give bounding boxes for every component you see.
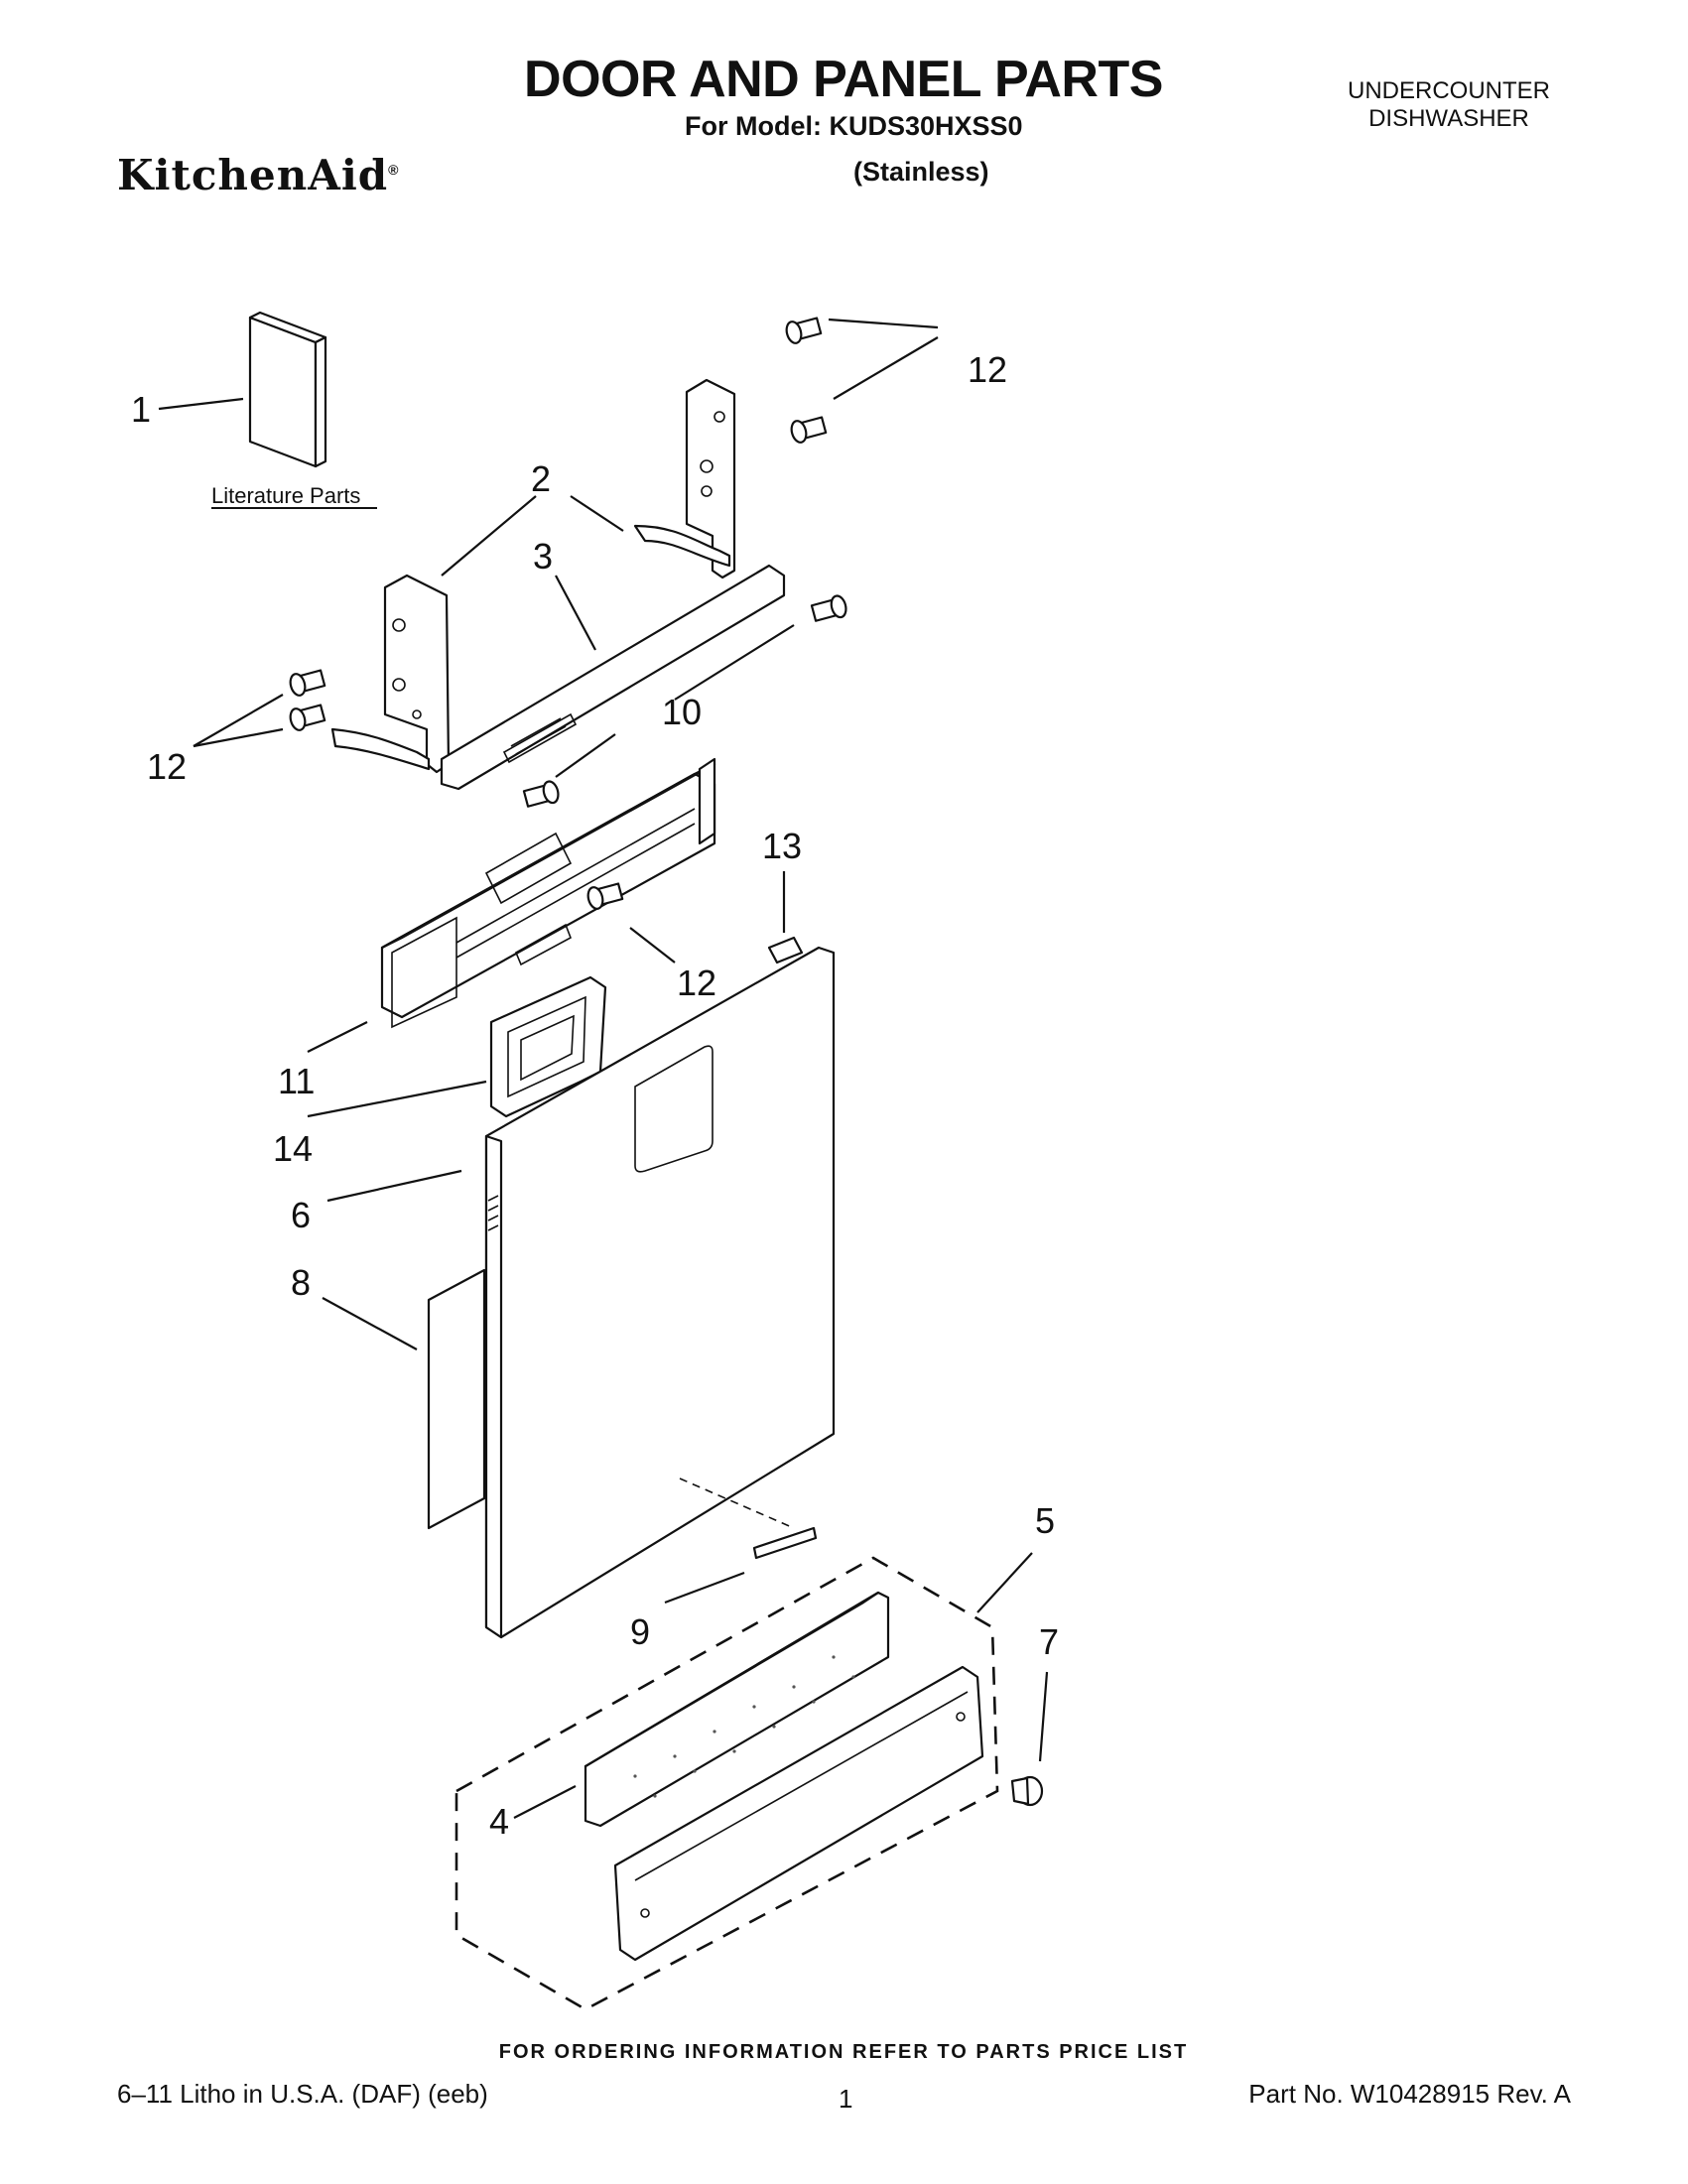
page-title: DOOR AND PANEL PARTS [524,51,1163,108]
door-panel-bracket [440,564,786,791]
callout-8: 8 [291,1262,311,1303]
latch-cap [767,936,804,964]
callout-5: 5 [1035,1500,1055,1541]
callout-4: 4 [489,1801,509,1842]
literature-booklet [248,311,327,468]
callout-14: 14 [273,1128,313,1169]
part-number: Part No. W10428915 Rev. A [1248,2079,1571,2109]
outer-door-panel [484,946,836,1639]
callout-7: 7 [1039,1621,1059,1662]
toe-panel-foam [584,1591,890,1828]
callout-11: 11 [278,1061,315,1101]
model-number: For Model: KUDS30HXSS0 [685,111,1023,141]
callout-1: 1 [131,389,151,430]
callout-10: 10 [662,692,702,732]
insulation-pad [427,1268,486,1530]
callout-6: 6 [291,1195,311,1235]
leader-lines [158,318,1049,1819]
callout-12-left: 12 [147,746,187,787]
appliance-type: UNDERCOUNTER DISHWASHER [1348,77,1550,132]
callout-12-middle: 12 [677,963,716,1003]
toe-panel-screw [1010,1775,1044,1807]
callout-13: 13 [762,826,802,866]
model-variant: (Stainless) [853,157,989,187]
callout-12-top: 12 [968,349,1007,390]
toe-panel-group-outline [454,1556,999,2011]
page-number: 1 [839,2084,853,2114]
callout-9: 9 [630,1611,650,1652]
literature-parts-label: Literature Parts [211,483,360,508]
control-housing [380,757,716,1029]
bracket-screws [289,317,847,910]
nameplate-badge [679,1477,818,1560]
left-hinge-bracket [330,574,451,774]
callout-3: 3 [533,536,553,577]
callout-2: 2 [531,458,551,499]
brand-name: KitchenAid [117,151,389,199]
toe-panel-plate [613,1665,984,1962]
print-info: 6–11 Litho in U.S.A. (DAF) (eeb) [117,2079,488,2109]
right-hinge-bracket [633,378,736,579]
registered-mark: ® [388,162,400,178]
brand-logo: KitchenAid® [117,151,399,199]
ordering-note: FOR ORDERING INFORMATION REFER TO PARTS … [498,2041,1189,2063]
